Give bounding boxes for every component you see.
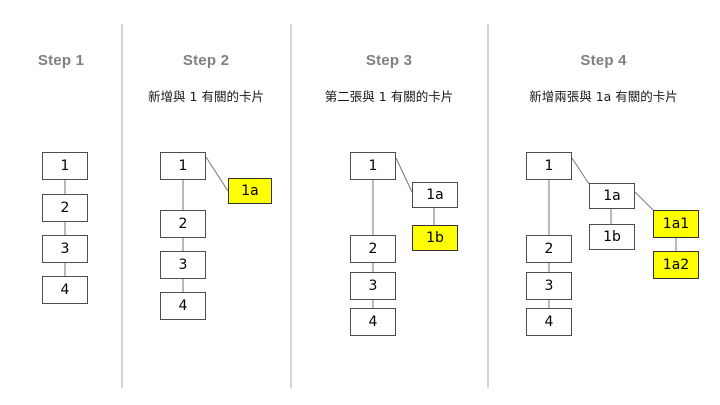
step-1-title: Step 1: [37, 52, 85, 69]
column-divider-3: [487, 24, 489, 388]
card-step2-3[interactable]: 3: [160, 251, 206, 279]
card-step3-4[interactable]: 4: [350, 308, 396, 336]
column-divider-1: [121, 24, 123, 388]
card-step4-1a2[interactable]: 1a2: [653, 251, 699, 279]
column-divider-2: [290, 24, 292, 388]
card-step2-4[interactable]: 4: [160, 292, 206, 320]
card-step4-1[interactable]: 1: [526, 152, 572, 180]
step-3-title: Step 3: [365, 52, 413, 69]
card-step4-1a[interactable]: 1a: [589, 183, 635, 209]
card-step3-3[interactable]: 3: [350, 272, 396, 300]
card-step3-2[interactable]: 2: [350, 235, 396, 263]
card-step1-1[interactable]: 1: [42, 152, 88, 180]
card-step2-2[interactable]: 2: [160, 210, 206, 238]
step-4-subtitle: 新增兩張與 1a 有關的卡片: [529, 89, 678, 104]
card-step1-3[interactable]: 3: [42, 235, 88, 263]
step-3-subtitle: 第二張與 1 有關的卡片: [324, 89, 454, 104]
card-step3-1b[interactable]: 1b: [412, 225, 458, 251]
step-2-subtitle: 新增與 1 有關的卡片: [148, 89, 264, 104]
card-step2-1a[interactable]: 1a: [228, 178, 272, 204]
card-step4-4[interactable]: 4: [526, 308, 572, 336]
card-step4-1b[interactable]: 1b: [589, 224, 635, 250]
card-step3-1a[interactable]: 1a: [412, 182, 458, 208]
card-step2-1[interactable]: 1: [160, 152, 206, 180]
step-2-title: Step 2: [182, 52, 230, 69]
card-step4-2[interactable]: 2: [526, 235, 572, 263]
card-step4-1a1[interactable]: 1a1: [653, 210, 699, 238]
card-step3-1[interactable]: 1: [350, 152, 396, 180]
card-step1-4[interactable]: 4: [42, 276, 88, 304]
card-step4-3[interactable]: 3: [526, 272, 572, 300]
step-4-title: Step 4: [580, 52, 627, 69]
card-step1-2[interactable]: 2: [42, 194, 88, 222]
